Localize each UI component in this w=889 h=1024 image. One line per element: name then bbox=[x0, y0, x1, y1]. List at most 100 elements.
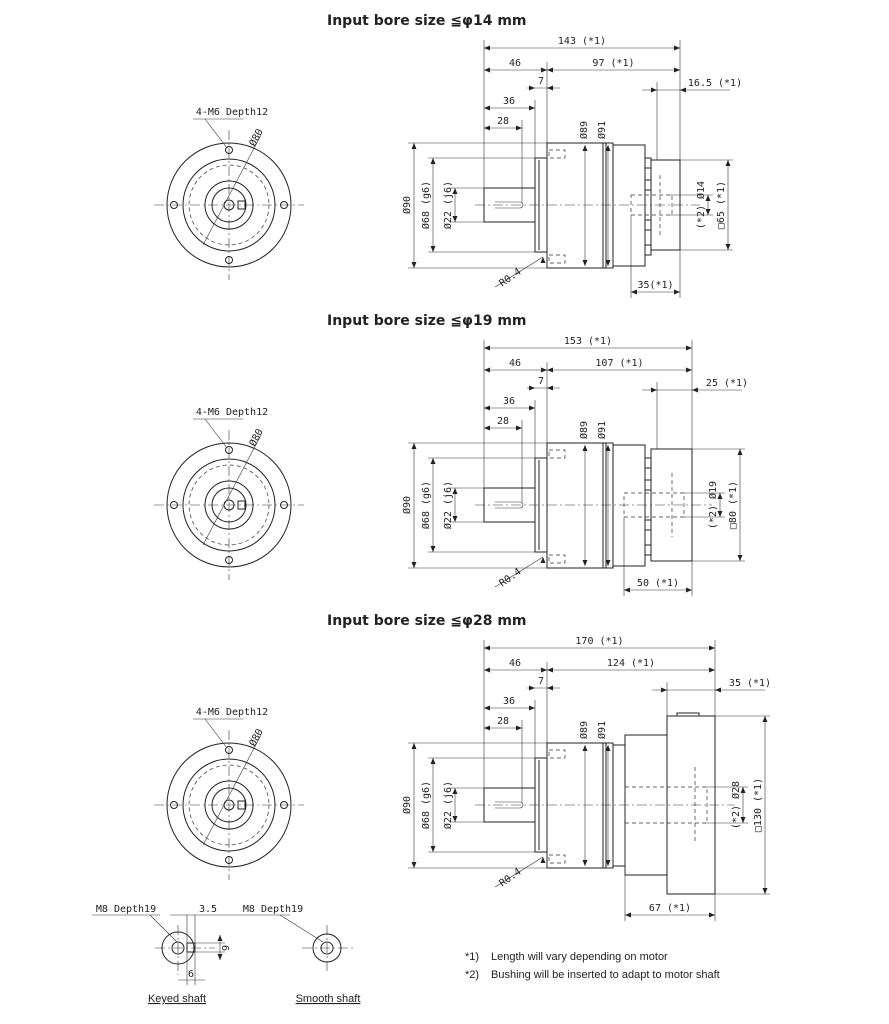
mounting-hole bbox=[225, 146, 233, 154]
arrowhead bbox=[484, 667, 490, 673]
dimension-label: 35(*1) bbox=[637, 280, 673, 291]
arrowhead bbox=[737, 555, 743, 561]
dimension-label: 7 bbox=[538, 676, 544, 687]
dimension-label: □130 (*1) bbox=[753, 778, 764, 832]
arrowhead bbox=[430, 846, 436, 852]
arrowhead bbox=[692, 387, 698, 393]
arrowhead bbox=[605, 445, 611, 451]
arrowhead bbox=[540, 557, 546, 563]
holes-label: 4-M6 Depth12 bbox=[196, 707, 268, 718]
note-text: Length will vary depending on motor bbox=[491, 951, 668, 963]
dimension-label: 170 (*1) bbox=[575, 636, 623, 647]
note-mark: *2) bbox=[465, 969, 479, 981]
section-2: Input bore size ≦φ19 mm4-M6 Depth12Ø8015… bbox=[154, 313, 748, 596]
dimension-label: Ø68 (g6) bbox=[420, 481, 432, 529]
arrowhead bbox=[686, 367, 692, 373]
arrowhead bbox=[582, 145, 588, 151]
arrowhead bbox=[484, 45, 490, 51]
mounting-hole bbox=[280, 501, 288, 509]
arrowhead bbox=[541, 67, 547, 73]
arrowhead bbox=[484, 345, 490, 351]
adapter-tab bbox=[676, 712, 700, 717]
flange-outline bbox=[166, 142, 292, 268]
arrowhead bbox=[605, 260, 611, 266]
bolt-head bbox=[644, 457, 652, 469]
dimension-label: Ø90 bbox=[401, 496, 413, 514]
dimension-label: 25 (*1) bbox=[706, 378, 748, 389]
dimension-label: Ø89 bbox=[578, 421, 590, 439]
pcd-label: Ø80 bbox=[247, 427, 266, 449]
dimension-label: 7 bbox=[538, 376, 544, 387]
pcd-circle bbox=[188, 764, 270, 846]
arrowhead bbox=[430, 158, 436, 164]
dimension-label: Ø22 (j6) bbox=[442, 181, 454, 229]
leader bbox=[279, 914, 324, 943]
dimension-label: Ø89 bbox=[578, 721, 590, 739]
key bbox=[237, 500, 246, 510]
bolt-head bbox=[644, 544, 652, 556]
dimension-label: 3.5 bbox=[199, 904, 217, 915]
arrowhead bbox=[709, 645, 715, 651]
leader bbox=[202, 434, 262, 546]
arrowhead bbox=[540, 857, 546, 863]
mounting-hole bbox=[280, 201, 288, 209]
keyway bbox=[495, 501, 524, 509]
arrowhead bbox=[484, 425, 490, 431]
dimension-label: 6 bbox=[219, 945, 230, 951]
input-bore bbox=[623, 492, 685, 518]
leader bbox=[204, 418, 228, 449]
key bbox=[237, 800, 246, 810]
dimension-label: Ø68 (g6) bbox=[420, 781, 432, 829]
arrowhead bbox=[452, 216, 458, 222]
tapped-hole bbox=[548, 149, 566, 159]
bolt-head bbox=[644, 244, 652, 256]
dimension-label: 107 (*1) bbox=[595, 358, 643, 369]
hub-outline bbox=[204, 480, 254, 530]
arrowhead bbox=[484, 405, 490, 411]
leader bbox=[494, 556, 544, 588]
arrowhead bbox=[547, 385, 553, 391]
dimension-label: Ø91 bbox=[596, 421, 608, 439]
arrowhead bbox=[582, 445, 588, 451]
arrowhead bbox=[674, 45, 680, 51]
motor-adapter bbox=[650, 159, 681, 251]
arrowhead bbox=[484, 67, 490, 73]
arrowhead bbox=[547, 667, 553, 673]
arrowhead bbox=[529, 705, 535, 711]
arrowhead bbox=[582, 860, 588, 866]
arrowhead bbox=[529, 685, 535, 691]
arrowhead bbox=[717, 511, 723, 517]
dimension-label: Ø90 bbox=[401, 796, 413, 814]
shaft-outline bbox=[211, 487, 247, 523]
arrowhead bbox=[631, 289, 637, 295]
flange-outline bbox=[166, 742, 292, 868]
mounting-hole bbox=[170, 801, 178, 809]
keyed-shaft-caption: Keyed shaft bbox=[148, 993, 206, 1005]
leader bbox=[149, 914, 178, 943]
dimension-label: Ø68 (g6) bbox=[420, 181, 432, 229]
arrowhead bbox=[705, 195, 711, 201]
arrowhead bbox=[651, 87, 657, 93]
mounting-hole bbox=[225, 556, 233, 564]
note-text: Bushing will be inserted to adapt to mot… bbox=[491, 969, 720, 981]
key bbox=[237, 200, 246, 210]
shaft-end bbox=[161, 931, 195, 965]
side-view bbox=[475, 142, 700, 269]
arrowhead bbox=[661, 687, 667, 693]
arrowhead bbox=[430, 246, 436, 252]
motor-flange-body bbox=[612, 144, 646, 267]
arrowhead bbox=[484, 705, 490, 711]
tapped-hole bbox=[548, 254, 566, 264]
arrowhead bbox=[430, 458, 436, 464]
arrowhead bbox=[484, 125, 490, 131]
arrowhead bbox=[529, 105, 535, 111]
arrowhead bbox=[452, 816, 458, 822]
dimension-label: Ø22 (j6) bbox=[442, 481, 454, 529]
output-shaft bbox=[483, 787, 536, 823]
arrowhead bbox=[540, 257, 546, 263]
